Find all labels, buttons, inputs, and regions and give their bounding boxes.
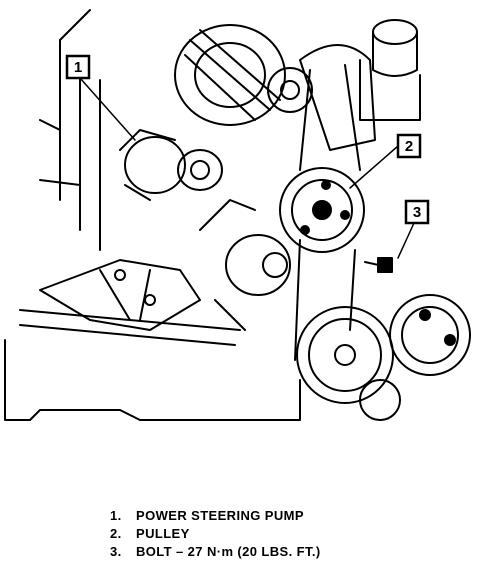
power-steering-pump — [119, 129, 223, 201]
leader-2 — [349, 145, 399, 189]
legend-number: 1. — [110, 508, 122, 523]
alternator — [174, 24, 313, 126]
legend-item-bolt: 3. BOLT – 27 N·m (20 LBS. FT.) — [110, 543, 450, 561]
legend-number: 3. — [110, 544, 122, 559]
svg-text:1: 1 — [74, 59, 82, 76]
tensioner — [199, 199, 291, 331]
leader-1 — [79, 77, 136, 141]
callout-3: 3 — [404, 199, 430, 225]
leader-3 — [397, 222, 415, 259]
engine-diagram: 1 2 3 — [4, 9, 471, 421]
parts-legend: 1. POWER STEERING PUMP 2. PULLEY 3. BOLT – … — [110, 507, 450, 561]
legend-text: BOLT – 27 N·m (20 LBS. FT.) — [136, 544, 321, 559]
engine-block-outline — [4, 339, 301, 421]
pump-bracket — [299, 44, 376, 151]
legend-text: POWER STEERING PUMP — [136, 508, 304, 523]
svg-text:2: 2 — [405, 138, 413, 155]
legend-number: 2. — [110, 526, 122, 541]
legend-item-pulley: 2. PULLEY — [110, 525, 450, 543]
svg-text:3: 3 — [413, 204, 421, 221]
legend-item-power-steering-pump: 1. POWER STEERING PUMP — [110, 507, 450, 525]
crank-pulley — [296, 306, 394, 404]
callout-2: 2 — [396, 133, 422, 159]
bolt — [364, 257, 393, 273]
drive-belt — [294, 64, 361, 361]
mount-bracket — [39, 259, 201, 331]
pump-pulley — [279, 167, 365, 253]
legend-text: PULLEY — [136, 526, 190, 541]
callout-1: 1 — [65, 54, 91, 80]
engine-side — [39, 9, 101, 251]
reservoir — [359, 19, 421, 121]
damper-pulley — [389, 294, 471, 376]
